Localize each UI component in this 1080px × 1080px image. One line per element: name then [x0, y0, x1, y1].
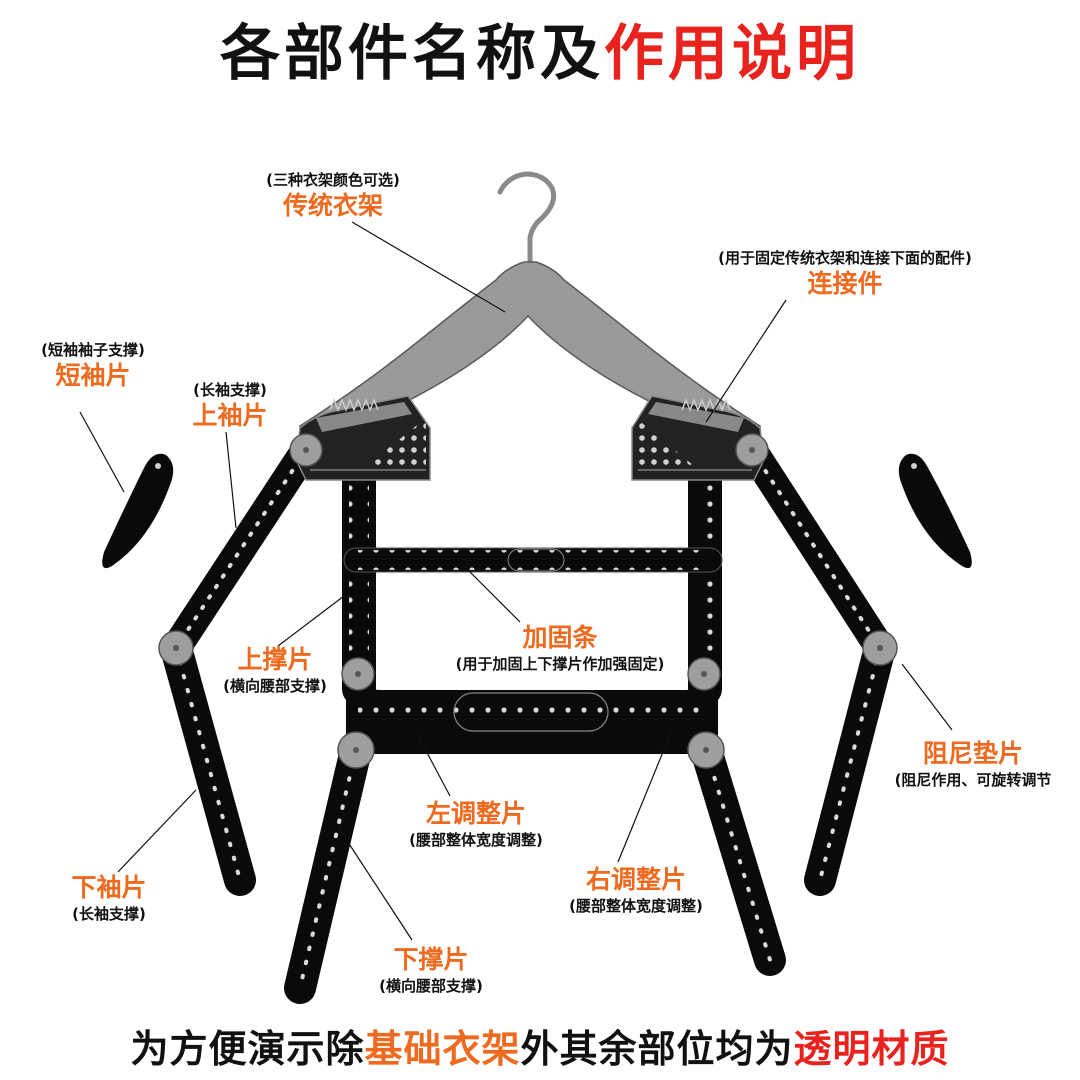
label-upper-brace-main: 上撑片: [237, 645, 313, 674]
label-left-adjust-main: 左调整片: [425, 799, 526, 828]
label-short-sleeve-main: 短袖片: [55, 361, 131, 390]
footer-part4: 透明材质: [793, 1027, 950, 1071]
lower-sleeve-left: [160, 632, 256, 896]
footer-part2: 基础衣架: [364, 1027, 521, 1071]
label-short-sleeve: (短袖袖子支撑) 短袖片: [18, 340, 168, 392]
label-connector-sub: (用于固定传统衣架和连接下面的配件): [718, 249, 972, 267]
bottom-bar: [346, 668, 718, 754]
label-right-adjust: 右调整片 (腰部整体宽度调整): [546, 864, 726, 916]
label-lower-sleeve-main: 下袖片: [71, 873, 147, 902]
label-right-adjust-sub: (腰部整体宽度调整): [569, 897, 703, 915]
reinforce-strip: [343, 547, 723, 573]
title-part2: 作用说明: [604, 19, 860, 89]
footer-note: 为方便演示除基础衣架外其余部位均为透明材质: [0, 1022, 1080, 1076]
label-left-adjust-sub: (腰部整体宽度调整): [409, 831, 543, 849]
label-upper-brace-sub: (横向腰部支撑): [223, 677, 327, 695]
label-reinforce-main: 加固条: [522, 623, 598, 652]
label-connector-main: 连接件: [807, 269, 883, 298]
label-damper-sub: (阻尼作用、可旋转调节: [894, 771, 1052, 789]
label-lower-brace-sub: (横向腰部支撑): [379, 977, 483, 995]
label-upper-brace: 上撑片 (横向腰部支撑): [200, 644, 350, 696]
lower-sleeve-right: [804, 632, 896, 896]
upper-sleeve-left: [161, 435, 321, 663]
label-upper-sleeve: (长袖支撑) 上袖片: [170, 380, 290, 432]
upper-brace-right: [688, 456, 722, 706]
label-connector: (用于固定传统衣架和连接下面的配件) 连接件: [680, 248, 1010, 300]
upper-brace-left: [342, 456, 376, 706]
label-lower-brace-main: 下撑片: [393, 945, 469, 974]
label-reinforce: 加固条 (用于加固上下撑片作加强固定): [420, 622, 700, 674]
label-lower-brace: 下撑片 (横向腰部支撑): [356, 944, 506, 996]
label-short-sleeve-sub: (短袖袖子支撑): [41, 341, 145, 359]
label-lower-sleeve-sub: (长袖支撑): [72, 905, 146, 923]
label-left-adjust: 左调整片 (腰部整体宽度调整): [386, 798, 566, 850]
connector-right: [631, 395, 765, 481]
upper-sleeve-right: [737, 435, 895, 663]
footer-part3: 外其余部位均为: [520, 1027, 794, 1071]
label-hanger-main: 传统衣架: [282, 191, 383, 220]
label-hanger: (三种衣架颜色可选) 传统衣架: [220, 170, 446, 222]
short-sleeve-left: [102, 453, 174, 569]
footer-part1: 为方便演示除: [130, 1027, 365, 1071]
title-part1: 各部件名称及: [220, 19, 604, 89]
label-right-adjust-main: 右调整片: [585, 865, 686, 894]
leader-lines: [79, 221, 953, 941]
label-damper: 阻尼垫片 (阻尼作用、可旋转调节: [878, 738, 1068, 790]
label-hanger-sub: (三种衣架颜色可选): [266, 171, 400, 189]
lower-brace-left: [284, 734, 372, 1004]
label-upper-sleeve-sub: (长袖支撑): [193, 381, 267, 399]
short-sleeve-right: [898, 453, 972, 569]
connector-left: [295, 395, 431, 481]
page-title: 各部件名称及作用说明: [0, 14, 1080, 94]
label-lower-sleeve: 下袖片 (长袖支撑): [44, 872, 174, 924]
label-reinforce-sub: (用于加固上下撑片作加强固定): [455, 655, 665, 673]
lower-brace-right: [690, 734, 786, 976]
label-upper-sleeve-main: 上袖片: [192, 401, 268, 430]
label-damper-main: 阻尼垫片: [922, 739, 1023, 768]
